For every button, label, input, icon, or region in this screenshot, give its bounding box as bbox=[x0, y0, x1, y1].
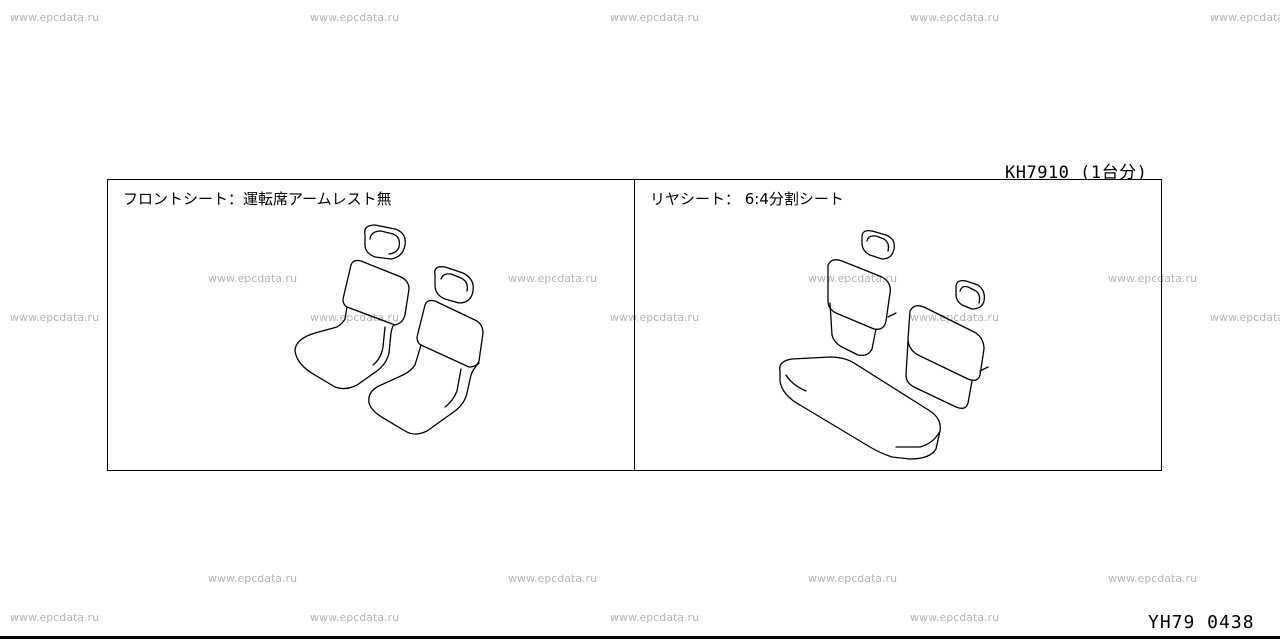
rear-panel-label: リヤシート： 6:4分割シート bbox=[650, 190, 844, 208]
part-code: KH7910 (1台分) bbox=[1005, 163, 1148, 183]
watermark: www.epcdata.ru bbox=[808, 272, 898, 285]
watermark: www.epcdata.ru bbox=[208, 272, 298, 285]
watermark: www.epcdata.ru bbox=[1210, 311, 1280, 324]
watermark: www.epcdata.ru bbox=[10, 11, 100, 24]
watermark: www.epcdata.ru bbox=[610, 611, 700, 624]
watermark: www.epcdata.ru bbox=[610, 11, 700, 24]
rear-right-backrest bbox=[907, 305, 985, 381]
front-right-headrest bbox=[434, 266, 474, 304]
rear-cushion bbox=[779, 356, 941, 460]
front-panel-label: フロントシート：運転席アームレスト無 bbox=[123, 190, 392, 208]
diagram-id: YH79 0438 bbox=[1148, 612, 1255, 633]
watermark: www.epcdata.ru bbox=[208, 572, 298, 585]
bottom-rule bbox=[0, 636, 1280, 639]
watermark: www.epcdata.ru bbox=[10, 311, 100, 324]
watermark: www.epcdata.ru bbox=[808, 572, 898, 585]
watermark: www.epcdata.ru bbox=[910, 11, 1000, 24]
watermark: www.epcdata.ru bbox=[910, 311, 1000, 324]
diagram-frame bbox=[107, 179, 1162, 471]
rear-right-headrest bbox=[955, 279, 986, 310]
rear-seats-illustration bbox=[779, 229, 989, 460]
watermark: www.epcdata.ru bbox=[310, 611, 400, 624]
front-left-backrest bbox=[342, 259, 410, 326]
front-left-headrest bbox=[364, 224, 406, 260]
rear-left-backrest bbox=[827, 259, 891, 330]
front-seats-illustration bbox=[294, 224, 484, 435]
watermark: www.epcdata.ru bbox=[610, 311, 700, 324]
front-right-backrest bbox=[416, 299, 484, 368]
watermark: www.epcdata.ru bbox=[508, 572, 598, 585]
panel-divider bbox=[634, 180, 635, 470]
watermark: www.epcdata.ru bbox=[1210, 11, 1280, 24]
watermark: www.epcdata.ru bbox=[1108, 572, 1198, 585]
watermark: www.epcdata.ru bbox=[910, 611, 1000, 624]
rear-left-headrest bbox=[861, 229, 895, 260]
watermark: www.epcdata.ru bbox=[1108, 272, 1198, 285]
watermark: www.epcdata.ru bbox=[508, 272, 598, 285]
watermark: www.epcdata.ru bbox=[310, 11, 400, 24]
watermark: www.epcdata.ru bbox=[10, 611, 100, 624]
watermark: www.epcdata.ru bbox=[310, 311, 400, 324]
